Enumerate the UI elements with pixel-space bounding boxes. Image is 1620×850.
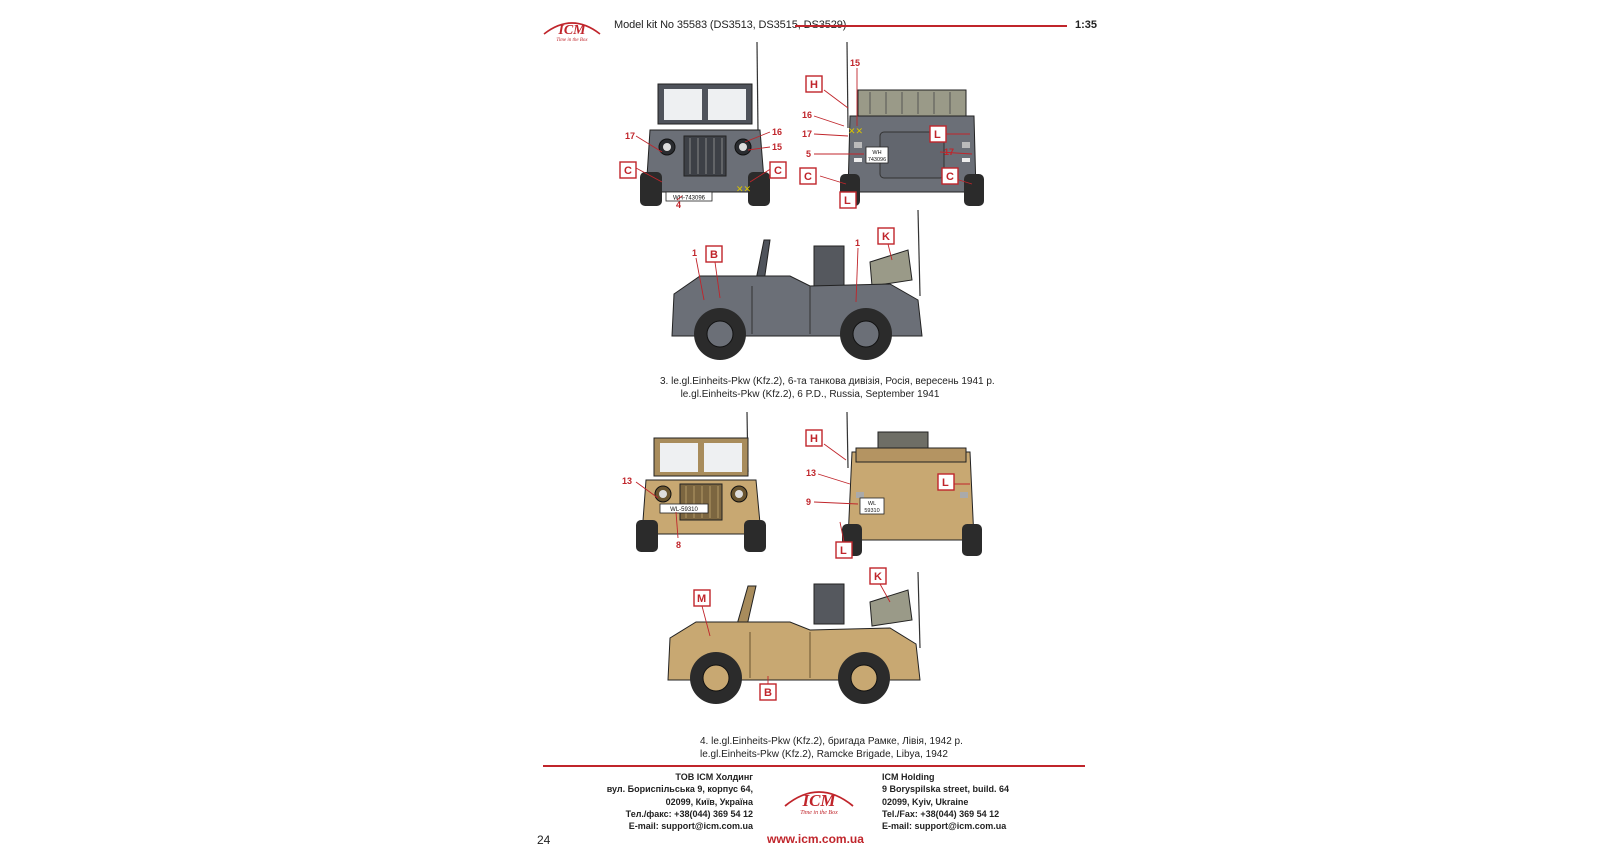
scheme3-caption: 3. le.gl.Einheits-Pkw (Kfz.2), 6-та танк… [660,375,995,401]
address-line: Tel./Fax: +38(044) 369 54 12 [882,808,1000,819]
kit-title: Model kit No 35583 (DS3513, DS3515, DS35… [614,19,847,31]
callout-c: C [804,171,812,183]
header-rule [795,25,1067,27]
callout-c: C [946,171,954,183]
label-13: 13 [806,468,816,478]
label-1: 1 [855,238,860,248]
callout-k: K [874,571,882,583]
label-15: 15 [850,58,860,68]
label-1: 1 [692,248,697,258]
callout-k: K [882,231,890,243]
scale-label: 1:35 [1075,19,1098,31]
callout-l: L [934,129,941,141]
scheme4-rear-view: WL 59310 13 9 H L L [805,411,982,559]
address-line: E-mail: support@icm.com.ua [882,821,1007,832]
label-15: 15 [772,142,782,152]
icm-logo-footer: ICM Time in the Box [784,791,854,816]
scheme4-front-view: WL-59310 13 8 [622,411,766,552]
callout-l: L [942,477,949,489]
address-line: ТОВ ICM Холдинг [675,772,753,782]
label-17: 17 [625,131,635,141]
label-8: 8 [676,540,681,550]
page-number: 24 [537,833,551,847]
callout-h: H [810,433,818,445]
rear-plate-bottom: 743096 [868,157,886,163]
svg-text:✕✕: ✕✕ [736,184,751,194]
address-line: 9 Boryspilska street, build. 64 [882,784,1010,795]
label-4: 4 [676,200,681,210]
rear-plate-bottom: 59310 [864,508,879,514]
callout-m: M [697,593,706,605]
callout-b: B [710,249,718,261]
icm-logo-header: ICM Time in the Box [543,22,601,42]
callout-l: L [840,545,847,557]
address-line: 02099, Kyiv, Ukraine [882,796,969,807]
caption-ua: 4. le.gl.Einheits-Pkw (Kfz.2), бригада Р… [700,736,963,747]
callout-c: C [774,165,782,177]
callout-c: C [624,165,632,177]
caption-ua: 3. le.gl.Einheits-Pkw (Kfz.2), 6-та танк… [660,376,995,387]
logo-tagline: Time in the Box [800,810,838,816]
address-line: ICM Holding [882,772,935,782]
callout-b: B [764,687,772,699]
scheme3-front-view: WH-743096 ✕✕ 17 16 15 4 C C [619,41,787,210]
scheme3-side-view: 1 1 B K [671,209,923,360]
label-16: 16 [802,110,812,120]
scheme4-side-view: M K B [667,567,921,704]
address-line: вул. Бориспільська 9, корпус 64, [606,784,753,795]
front-plate: WH-743096 [673,196,706,202]
label-9: 9 [806,497,811,507]
label-17: 17 [944,147,954,157]
logo-text: ICM [801,791,836,810]
logo-tagline: Time in the Box [556,38,588,42]
scheme3-rear-view: WH 743096 ✕✕ 15 16 17 5 17 H L C L C [799,41,984,209]
address-ukrainian: ТОВ ICM Холдинг вул. Бориспільська 9, ко… [555,771,753,832]
label-17: 17 [802,129,812,139]
caption-en: le.gl.Einheits-Pkw (Kfz.2), 6 P.D., Russ… [680,389,940,400]
rear-plate-top: WH [872,150,881,156]
callout-h: H [810,79,818,91]
address-line: E-mail: support@icm.com.ua [628,821,753,832]
rear-plate-top: WL [868,501,876,507]
address-line: 02099, Київ, Україна [665,796,753,807]
callout-l: L [844,195,851,207]
footer-rule [543,765,1085,767]
front-plate: WL-59310 [670,507,698,513]
address-english: ICM Holding 9 Boryspilska street, build.… [882,771,1082,832]
address-line: Тел./факс: +38(044) 369 54 12 [625,808,753,819]
caption-en: le.gl.Einheits-Pkw (Kfz.2), Ramcke Briga… [700,749,948,760]
scheme4-caption: 4. le.gl.Einheits-Pkw (Kfz.2), бригада Р… [700,735,963,761]
svg-text:✕✕: ✕✕ [848,126,863,136]
label-13: 13 [622,476,632,486]
logo-text: ICM [557,23,586,38]
website-link[interactable]: www.icm.com.ua [767,832,864,846]
label-5: 5 [806,149,811,159]
label-16: 16 [772,127,782,137]
